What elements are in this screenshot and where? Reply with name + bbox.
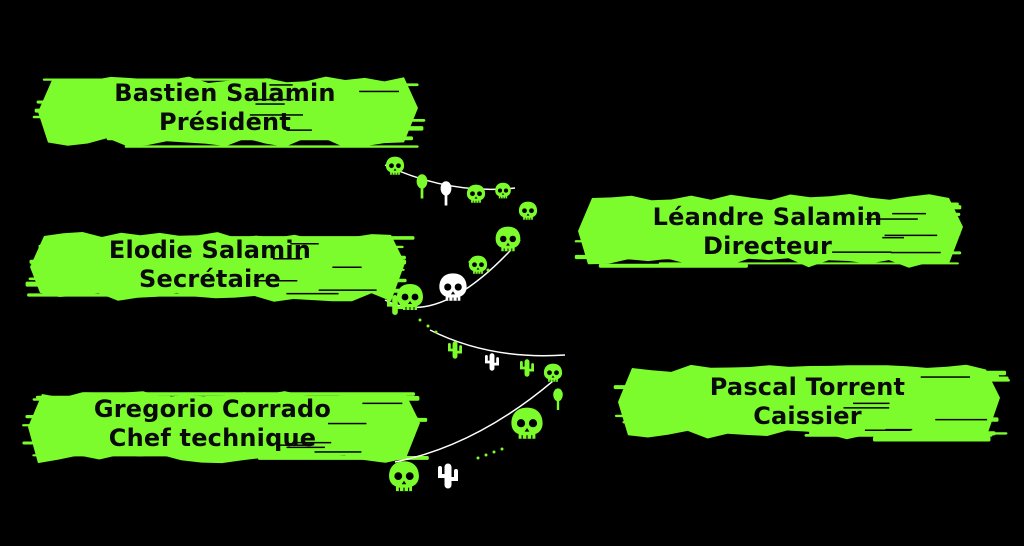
member-name: Bastien Salamin xyxy=(114,79,336,107)
cactus-icon xyxy=(484,352,500,372)
brush-stroke xyxy=(22,391,429,464)
sugar-skull-icon xyxy=(495,226,521,252)
maraca-icon xyxy=(553,388,563,410)
maraca-icon xyxy=(440,181,452,206)
member-name: Léandre Salamin xyxy=(652,203,883,231)
member-card-pascal: Pascal Torrent Caissier xyxy=(630,370,985,434)
member-card-elodie: Elodie Salamin Secrétaire xyxy=(50,233,370,297)
member-role: Directeur xyxy=(703,232,832,260)
brush-stroke xyxy=(574,194,963,268)
member-card-gregorio: Gregorio Corrado Chef technique xyxy=(40,392,385,456)
brush-stroke xyxy=(32,76,426,148)
maraca-icon xyxy=(416,174,428,199)
member-card-leandre: Léandre Salamin Directeur xyxy=(590,200,945,264)
sugar-skull-icon xyxy=(438,272,468,302)
cactus-icon xyxy=(520,358,534,378)
member-role: Caissier xyxy=(753,402,862,430)
brush-strokes xyxy=(22,76,1010,464)
cactus-icon xyxy=(438,462,458,490)
member-name: Pascal Torrent xyxy=(709,373,906,401)
brush-stroke xyxy=(613,364,1010,442)
member-role: Secrétaire xyxy=(139,265,281,293)
sugar-skull-icon xyxy=(388,460,420,492)
sugar-skull-icon xyxy=(510,407,544,440)
sugar-skull-icon xyxy=(494,182,512,199)
garland-ornaments xyxy=(385,156,563,492)
sugar-skull-icon xyxy=(466,184,486,204)
confetti xyxy=(418,260,504,460)
member-card-bastien: Bastien Salamin Président xyxy=(60,76,390,140)
member-role: Président xyxy=(158,108,292,136)
sugar-skull-icon xyxy=(468,255,488,275)
cactus-icon xyxy=(447,340,463,360)
sugar-skull-icon xyxy=(543,363,563,383)
member-name: Gregorio Corrado xyxy=(93,395,332,423)
member-name: Elodie Salamin xyxy=(108,236,312,264)
brush-stroke xyxy=(25,232,415,302)
sugar-skull-icon xyxy=(518,201,538,221)
member-role: Chef technique xyxy=(108,424,317,452)
